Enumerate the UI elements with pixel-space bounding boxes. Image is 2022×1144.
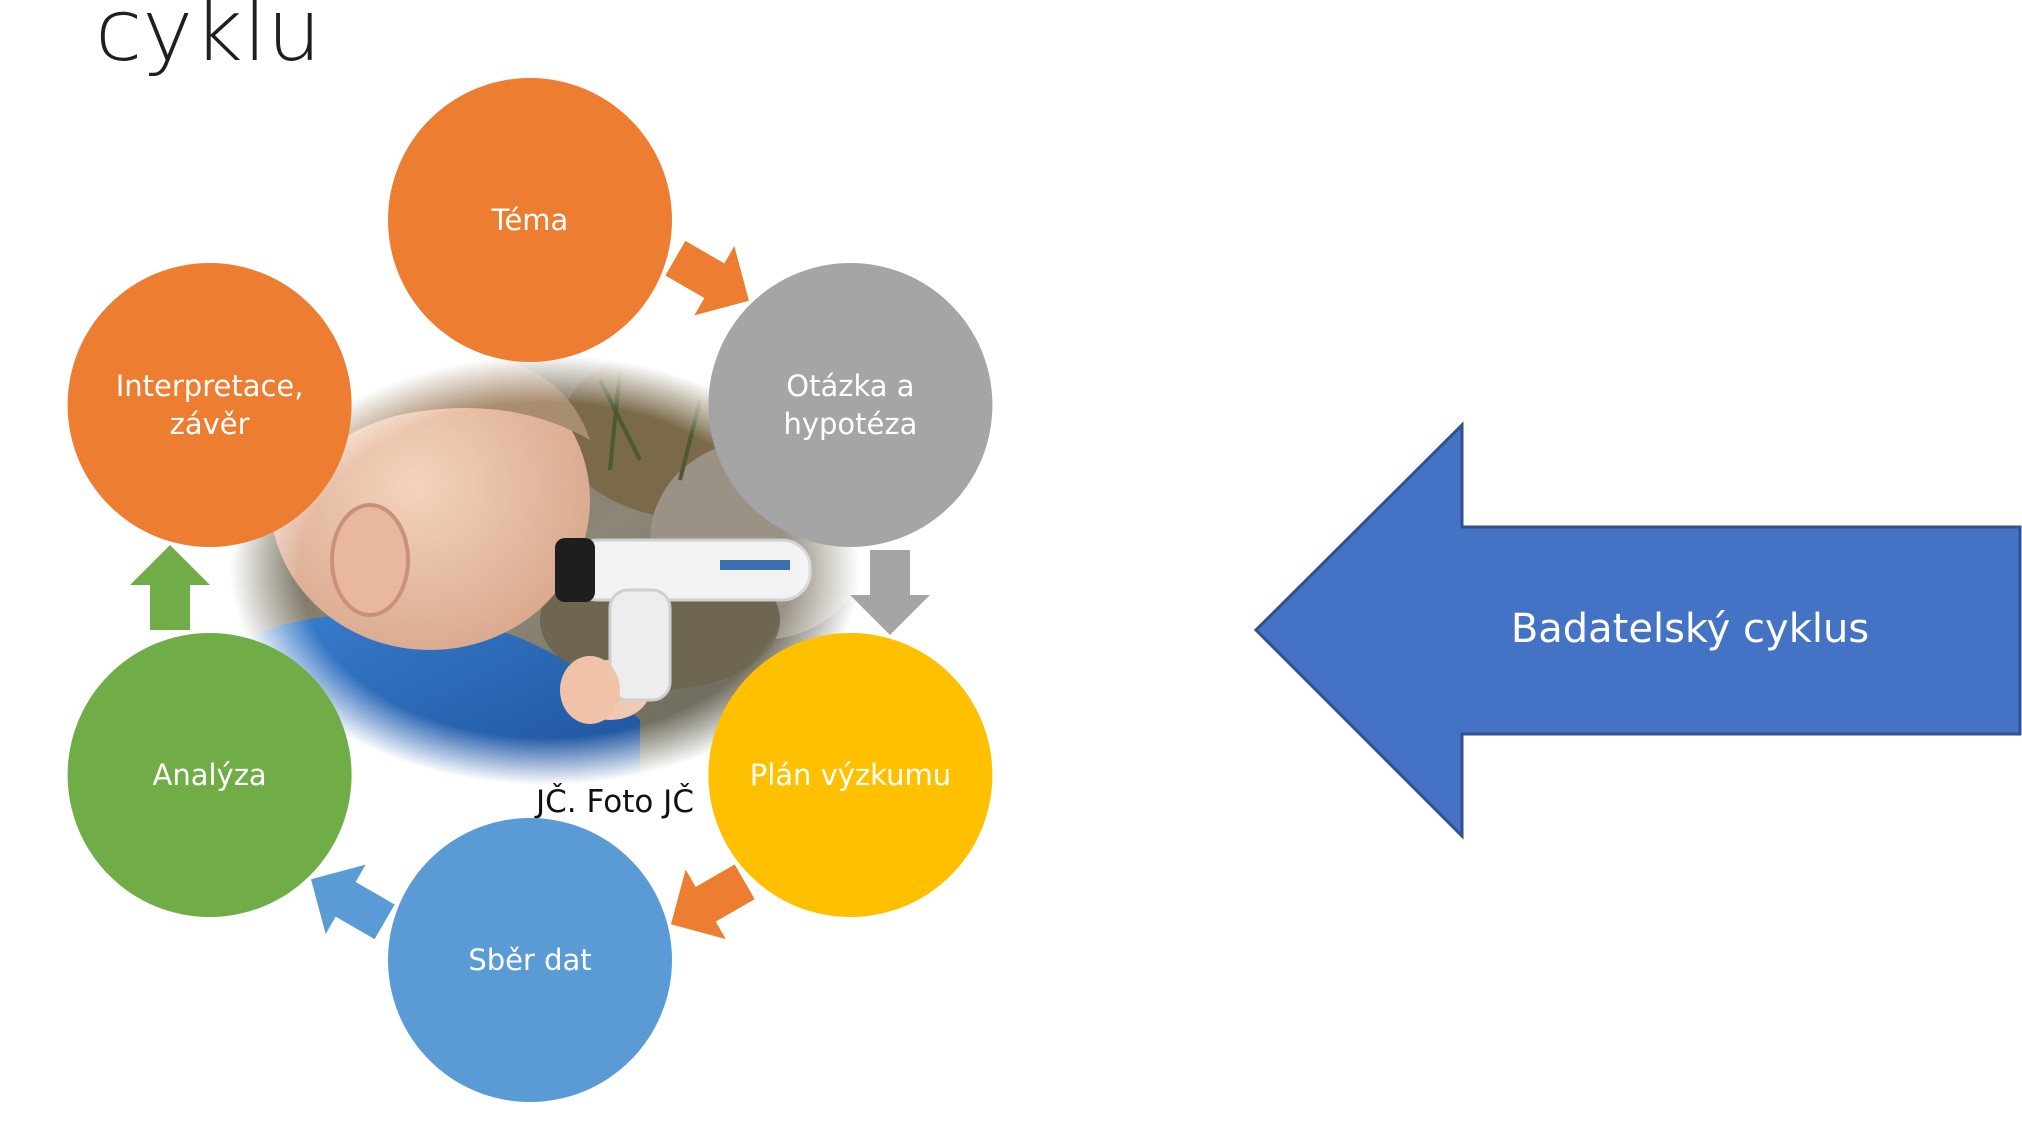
callout-label: Badatelský cyklus	[1511, 606, 1869, 652]
cycle-node-circle	[708, 263, 993, 547]
cycle-node-label: Sběr dat	[468, 943, 591, 977]
cycle-node-otazka: Otázka a hypotéza	[708, 263, 993, 547]
cycle-connector-arrow	[130, 545, 210, 630]
cycle-node-sber: Sběr dat	[388, 818, 672, 1102]
cycle-node-label: Interpretace,	[116, 369, 304, 403]
cycle-connector-arrow	[665, 240, 749, 316]
cycle-node-circle	[388, 78, 672, 362]
cycle-node-circle	[67, 633, 352, 917]
microscope-illustration	[555, 538, 812, 702]
callout-arrow: Badatelský cyklus	[1253, 421, 2022, 840]
cycle-node-circle	[388, 818, 672, 1102]
cycle-node-label: Téma	[491, 203, 569, 237]
cycle-node-plan: Plán výzkumu	[708, 633, 993, 917]
cycle-connector-arrow	[311, 864, 395, 940]
slide-title: cyklu	[95, 0, 321, 81]
cycle-node-label: Otázka a	[786, 369, 914, 403]
cycle-node-label: Analýza	[152, 758, 266, 792]
cycle-node-label: hypotéza	[783, 407, 917, 441]
photo-caption: JČ. Foto JČ	[534, 783, 694, 820]
cycle-node-label: závěr	[170, 407, 250, 441]
cycle-node-circle	[67, 263, 352, 547]
cycle-node-analyza: Analýza	[67, 633, 352, 917]
cycle-node-tema: Téma	[388, 78, 672, 362]
cycle-connector-arrow	[671, 864, 755, 939]
cycle-node-interpretace: Interpretace, závěr	[67, 263, 352, 547]
cycle-node-label: Plán výzkumu	[750, 758, 951, 792]
cycle-node-circle	[708, 633, 993, 917]
cycle-connector-arrow	[850, 550, 930, 635]
